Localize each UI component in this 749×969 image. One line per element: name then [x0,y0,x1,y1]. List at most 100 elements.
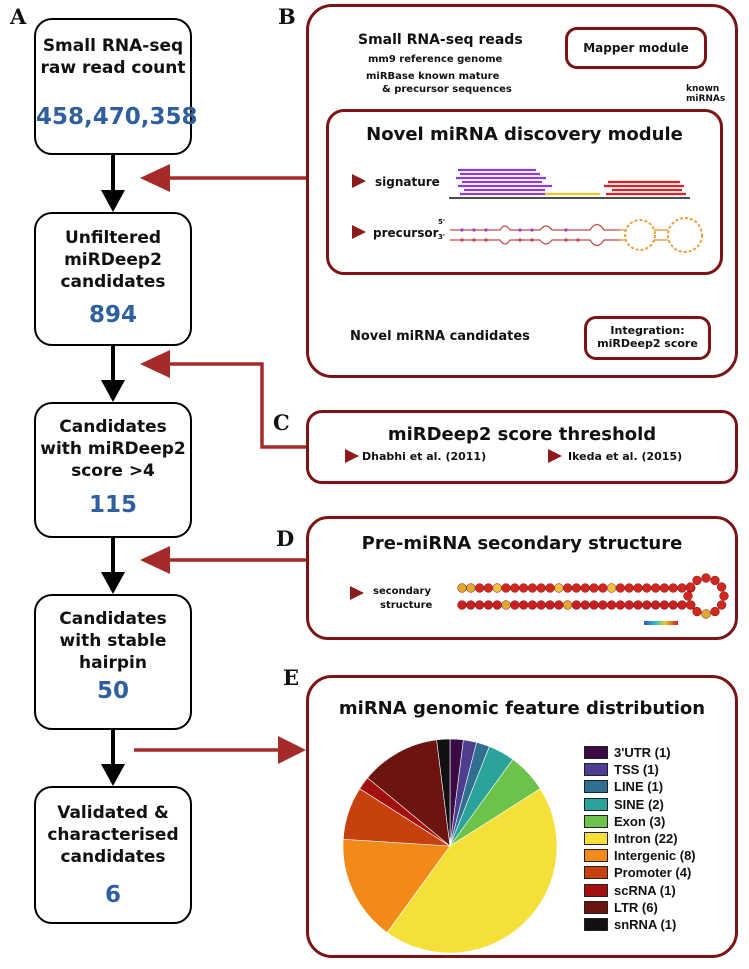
mapper-module-box: Mapper module [565,27,707,69]
flow-arrows [101,155,125,786]
flow-box-value: 6 [104,882,121,908]
ref1-marker [345,449,359,463]
signature-label: signature [375,175,440,189]
legend-label: LINE (1) [614,779,664,795]
flow-box-value: 894 [88,302,137,328]
integration-label-1: Integration: [610,324,685,337]
reference-1: Dhabhi et al. (2011) [362,450,487,463]
pie-slice-10 [436,738,451,847]
integration-label-2: miRDeep2 score [597,337,698,350]
legend-swatch [584,797,608,811]
legend-swatch [584,746,608,759]
three-prime-label: 3' [438,233,446,241]
flow-box-value: 115 [88,492,137,518]
panel-connector-heads [140,164,306,764]
structure-nucleotide [692,575,702,586]
mirbase-label-2: & precursor sequences [382,84,512,95]
mirbase-label-1: miRBase known mature [366,71,500,82]
structure-nucleotide [692,606,702,617]
structure-nucleotide [710,575,720,586]
legend-label: 3'UTR (1) [614,745,671,760]
legend-label: Exon (3) [614,813,666,829]
panel-letter-b: B [278,4,296,29]
structure-nucleotide [685,600,696,610]
structure-label-1: secondary [373,586,432,597]
legend-swatch [584,814,608,828]
structure-nucleotide [710,606,720,617]
discovery-module-title: Novel miRNA discovery module [366,124,683,145]
panel-letter-c: C [273,410,290,435]
structure-marker [350,586,364,600]
pie-slice-9 [367,739,451,847]
flow-box-title: Candidates with stable hairpin [59,609,167,673]
legend-item: Intron (22) [584,830,678,847]
legend-label: SINE (2) [614,796,664,812]
panel-letter-d: D [276,526,295,551]
legend-swatch [584,900,608,914]
flow-box-score-filter: Candidates with miRDeep2 score >4 115 [34,402,192,538]
precursor-marker [352,225,366,239]
ref-genome-label: mm9 reference genome [368,54,503,65]
flow-box-title: Unfiltered miRDeep2 candidates [60,228,166,292]
legend-item: Exon (3) [584,813,665,830]
structure-nucleotide [701,573,711,583]
structure-nucleotide [716,582,727,592]
pie-slice-6 [342,838,451,933]
legend-item: LINE (1) [584,778,663,795]
integration-box: Integration: miRDeep2 score [584,316,711,360]
reference-2: Ikeda et al. (2015) [568,450,683,463]
legend-swatch [584,866,608,880]
legend-item: snRNA (1) [584,916,676,933]
structure-nucleotide [716,600,727,610]
legend-swatch [584,849,608,863]
legend-swatch [584,883,608,897]
structure-nucleotide [683,591,693,601]
ref2-marker [548,449,562,463]
legend-label: snRNA (1) [614,917,677,932]
legend-swatch [584,763,608,777]
structure-nucleotide [685,582,696,592]
legend-label: Promoter (4) [614,865,692,881]
structure-nucleotide [701,609,711,619]
legend-label: Intergenic (8) [614,848,696,864]
panel-c-title: miRDeep2 score threshold [387,424,657,445]
panel-letter-e: E [283,665,300,690]
panel-d: Pre-miRNA secondary structure [306,516,738,640]
panel-letter-a: A [10,4,27,29]
reads-title: Small RNA-seq reads [358,32,523,48]
color-scale-bar [644,621,678,625]
known-mirnas-label-2: miRNAs [686,94,726,104]
flow-box-title: Validated & characterised candidates [47,803,179,867]
legend-label: scRNA (1) [614,882,676,898]
flow-box-validated: Validated & characterised candidates 6 [34,786,192,924]
legend-item: SINE (2) [584,796,664,813]
legend-label: TSS (1) [614,762,659,778]
panel-d-title: Pre-miRNA secondary structure [361,533,683,554]
signature-marker [352,174,366,188]
legend-label: Intron (22) [614,831,678,846]
pie-slice-5 [386,788,558,954]
flow-box-raw-reads: Small RNA-seq raw read count 458,470,358 [34,18,198,155]
panel-e-title: miRNA genomic feature distribution [338,698,706,719]
mapper-module-label: Mapper module [583,41,689,55]
legend-item: scRNA (1) [584,882,676,899]
panel-connectors [134,176,306,752]
flow-box-value: 50 [96,678,129,704]
legend-item: LTR (6) [584,899,658,916]
discovery-module-box: Novel miRNA discovery module [326,109,723,275]
legend-swatch [584,918,608,931]
flow-box-value: 458,470,358 [36,104,198,130]
legend-item: TSS (1) [584,761,659,778]
flow-box-unfiltered: Unfiltered miRDeep2 candidates 894 [34,212,192,346]
flow-box-title: Small RNA-seq raw read count [40,36,186,78]
legend-item: Promoter (4) [584,864,691,881]
known-mirnas-label-1: known [686,84,720,94]
five-prime-label: 5' [438,218,446,226]
novel-candidates-label: Novel miRNA candidates [350,329,530,344]
legend-swatch [584,780,608,794]
flow-box-hairpin: Candidates with stable hairpin 50 [34,594,192,730]
legend-swatch [584,832,608,845]
